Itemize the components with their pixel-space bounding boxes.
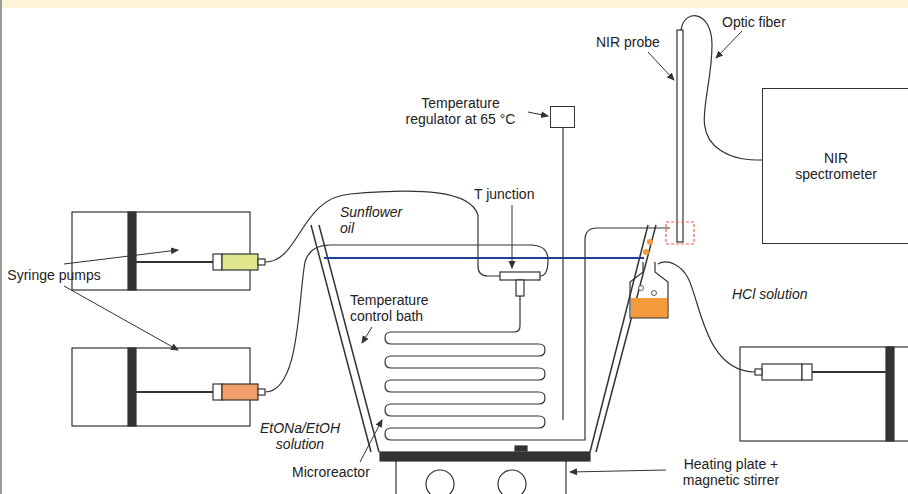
part-label: Microreactor — [292, 464, 382, 480]
heating-plate — [498, 470, 526, 494]
top-band — [0, 0, 908, 8]
part-label: Optic fiber — [722, 14, 802, 30]
syringe-pump — [755, 369, 762, 375]
leader-arrows — [64, 250, 178, 264]
heating-plate — [380, 446, 590, 494]
temperature-bath — [590, 225, 648, 452]
leader-arrows — [64, 286, 178, 350]
hcl-tube — [658, 262, 755, 372]
regulator-box: Temperature regulator at 65 °C — [550, 106, 575, 128]
syringe-pump — [222, 254, 258, 270]
regulator-sensor — [562, 128, 563, 420]
syringe-pump — [136, 391, 213, 393]
heating-plate — [515, 446, 527, 451]
probe-highlight — [666, 222, 694, 244]
syringe-pump — [258, 259, 265, 265]
droplet — [652, 291, 657, 296]
water-level — [324, 257, 644, 259]
leader-arrows — [648, 52, 674, 80]
nir-probe — [677, 30, 683, 242]
part-label: T junction — [474, 186, 554, 202]
syringe-pump — [128, 348, 136, 426]
syringe-pump — [72, 348, 265, 426]
t-junction — [500, 272, 540, 296]
droplet — [639, 286, 644, 291]
syringe-pump — [213, 384, 222, 400]
fluid-label: HCl solution — [732, 286, 824, 302]
syringe-pump — [762, 364, 802, 380]
spectrometer-box: NIR spectrometer — [762, 88, 908, 244]
leader-arrows — [512, 205, 513, 268]
box-label: NIR spectrometer — [791, 150, 881, 182]
t-junction — [516, 280, 524, 296]
heating-plate — [396, 461, 566, 494]
syringe-pump — [812, 371, 886, 373]
part-label: NIR probe — [596, 34, 666, 50]
leader-arrows — [716, 31, 742, 58]
heating-plate — [426, 470, 454, 494]
t-junction — [500, 272, 540, 280]
part-label: Heating plate + magnetic stirrer — [670, 456, 792, 488]
part-label: Syringe pumps — [4, 267, 104, 283]
syringe-pump — [740, 347, 908, 441]
temperature-bath — [311, 225, 371, 452]
optic-fiber — [681, 16, 762, 160]
regulator-label: Temperature regulator at 65 °C — [393, 95, 528, 127]
syringe-pump — [213, 254, 222, 270]
syringe-pump — [258, 389, 265, 395]
temperature-bath — [319, 225, 379, 452]
fluid-label: Sunflower oil — [340, 204, 414, 236]
part-label: Temperature control bath — [350, 292, 442, 324]
leader-arrows — [64, 31, 742, 472]
syringe-pump — [136, 261, 213, 263]
ethoxide-tube — [265, 245, 548, 392]
syringe-pump — [740, 347, 908, 441]
oil-tube — [265, 191, 500, 276]
leader-arrows — [528, 112, 548, 116]
droplet — [647, 239, 653, 245]
leader-arrows — [360, 420, 382, 462]
microreactor-coil — [385, 228, 670, 440]
leader-arrows — [362, 327, 372, 343]
droplet — [643, 249, 649, 255]
syringe-pump — [802, 364, 812, 380]
syringe-pump — [886, 347, 894, 441]
left-rule — [0, 0, 2, 494]
syringe-pump — [128, 212, 136, 290]
temperature-bath — [596, 225, 656, 452]
fluid-label: EtONa/EtOH solution — [256, 420, 344, 452]
vial-liquid — [631, 298, 667, 318]
temperature-bath — [311, 225, 656, 452]
leader-arrows — [570, 470, 666, 472]
heating-plate — [380, 452, 590, 461]
syringe-pump — [222, 384, 258, 400]
collection-vial — [630, 262, 668, 318]
